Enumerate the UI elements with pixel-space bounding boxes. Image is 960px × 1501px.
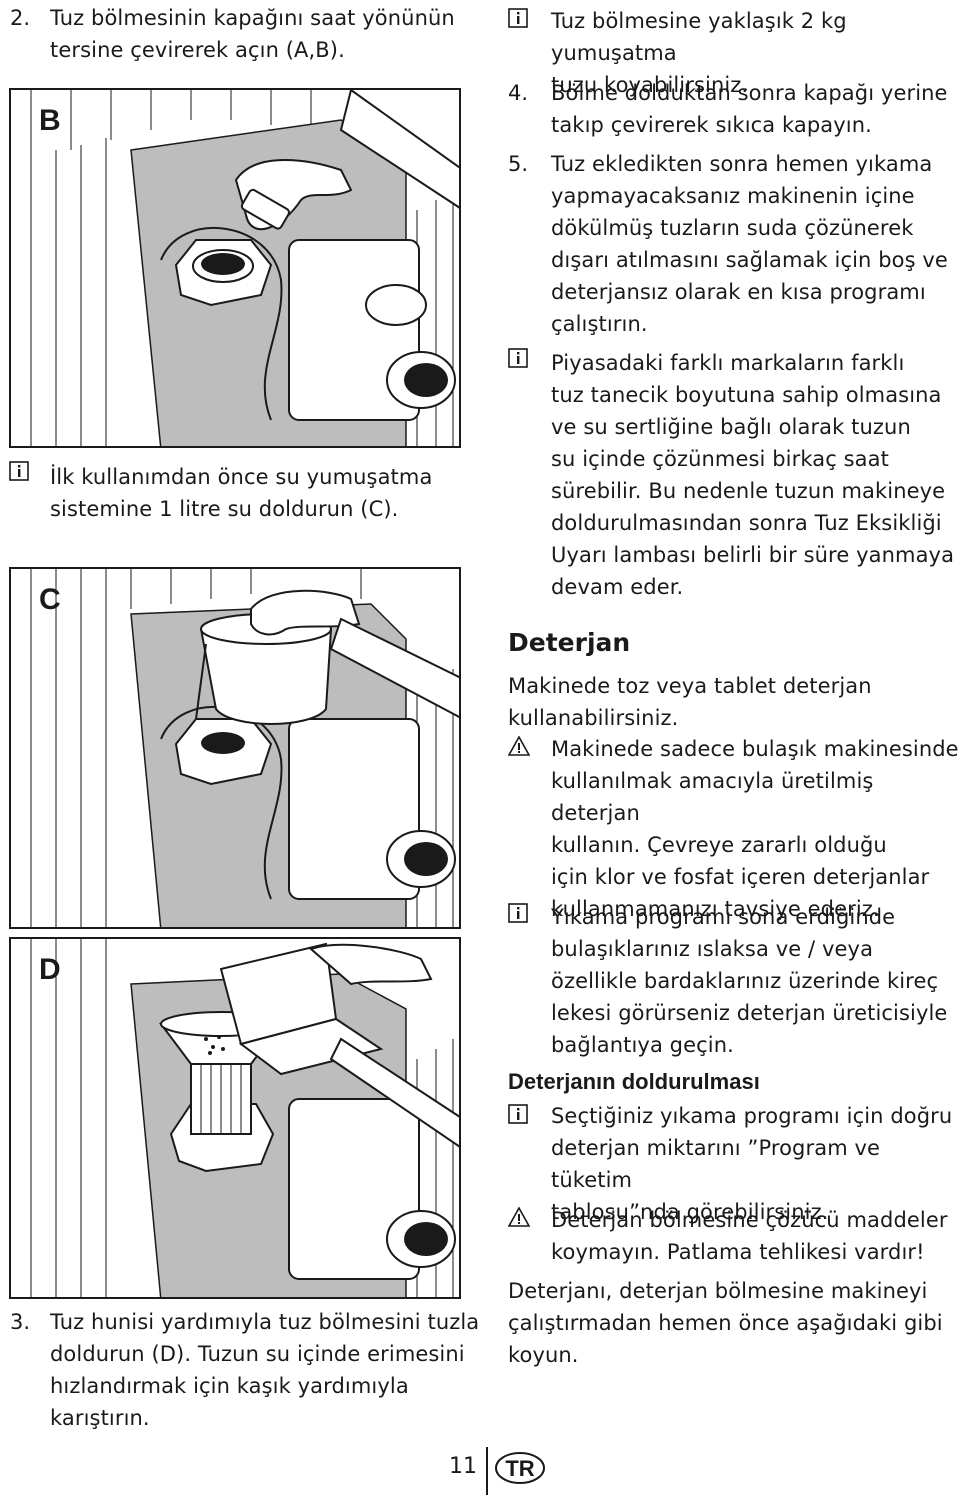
language-badge: TR bbox=[495, 1452, 545, 1484]
note-program-table-text: Seçtiğiniz yıkama programı için doğru de… bbox=[551, 1104, 953, 1224]
figure-d-fill-salt: D bbox=[9, 937, 461, 1299]
step-3-text: Tuz hunisi yardımıyla tuz bölmesini tuzl… bbox=[50, 1310, 480, 1430]
warning-icon bbox=[508, 1207, 530, 1227]
footer-divider bbox=[486, 1447, 488, 1495]
figure-d-label: D bbox=[39, 953, 61, 986]
figure-c-label: C bbox=[39, 583, 61, 616]
figure-c-pour-water: C bbox=[9, 567, 461, 929]
detergent-intro-text: Makinede toz veya tablet deterjan kullan… bbox=[508, 674, 872, 730]
info-icon bbox=[508, 348, 528, 368]
note-salt-amount-text: Tuz bölmesine yaklaşık 2 kg yumuşatma tu… bbox=[551, 9, 847, 97]
note-market-salt-text: Piyasadaki farklı markaların farklı tuz … bbox=[551, 351, 955, 599]
step-2-text: Tuz bölmesinin kapağını saat yönünün ter… bbox=[50, 6, 455, 62]
step-2-number: 2. bbox=[10, 6, 31, 30]
warning-icon bbox=[508, 736, 530, 756]
info-icon bbox=[508, 1104, 528, 1124]
note-lime-stain-text: Yıkama programı sona erdiğinde bulaşıkla… bbox=[551, 905, 948, 1057]
info-icon bbox=[508, 903, 528, 923]
step-3-number: 3. bbox=[10, 1310, 31, 1334]
warning-only-dishwasher-detergent-text: Makinede sadece bulaşık makinesinde kull… bbox=[551, 737, 959, 921]
page-number: 11 bbox=[449, 1454, 477, 1479]
closing-instruction-text: Deterjanı, deterjan bölmesine makineyi ç… bbox=[508, 1279, 943, 1367]
language-code: TR bbox=[505, 1456, 534, 1481]
illustration-c bbox=[30, 569, 459, 927]
note-first-use-text: İlk kullanımdan önce su yumuşatma sistem… bbox=[50, 465, 433, 521]
figure-b-open-salt-cap: B bbox=[9, 88, 461, 448]
step-4-number: 4. bbox=[508, 81, 529, 105]
info-icon bbox=[9, 461, 29, 481]
illustration-d bbox=[30, 939, 459, 1297]
filling-detergent-heading: Deterjanın doldurulması bbox=[508, 1069, 760, 1094]
detergent-heading: Deterjan bbox=[508, 628, 631, 657]
illustration-b bbox=[30, 90, 459, 446]
warning-solvent-text: Deterjan bölmesine çözücü maddeler koyma… bbox=[551, 1208, 948, 1264]
step-4-text: Bölme dolduktan sonra kapağı yerine takı… bbox=[551, 81, 948, 137]
info-icon bbox=[508, 8, 528, 28]
figure-b-label: B bbox=[39, 104, 61, 137]
step-5-text: Tuz ekledikten sonra hemen yıkama yapmay… bbox=[551, 152, 948, 336]
step-5-number: 5. bbox=[508, 152, 529, 176]
